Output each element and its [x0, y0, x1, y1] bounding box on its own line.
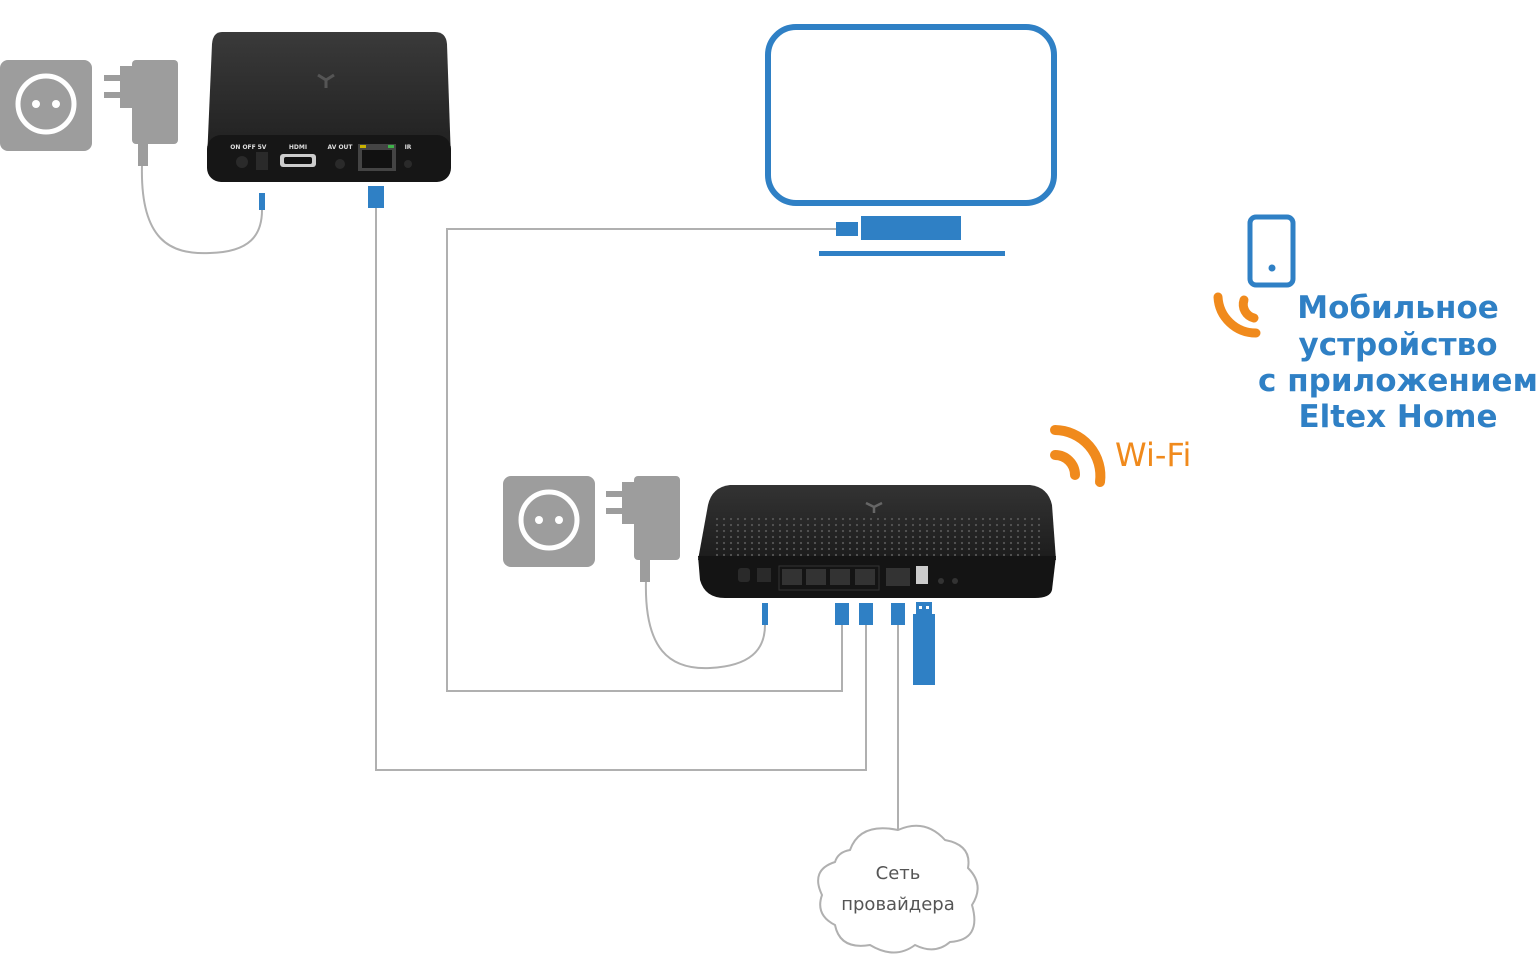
port-label-onoff: ON OFF	[230, 144, 256, 151]
eltex-logo-icon	[317, 73, 335, 88]
signal-icon	[1213, 292, 1261, 338]
mobile-label-line-1: Мобильное	[1297, 290, 1499, 326]
mobile-label-line-2: устройство	[1298, 327, 1497, 363]
mobile-label-line-3: с приложением	[1258, 363, 1538, 399]
power-adapter-router	[606, 476, 680, 582]
port-label-5v: 5V	[258, 144, 267, 151]
tv-icon	[765, 24, 1057, 256]
usb-modem-icon	[913, 602, 935, 685]
wifi-label: Wi-Fi	[1115, 436, 1191, 474]
tv-hdmi-cable	[446, 228, 843, 692]
router-power-cable	[644, 579, 766, 670]
smartphone-icon	[1247, 214, 1296, 288]
power-socket-router	[503, 476, 595, 567]
router-lan-plug-1	[835, 603, 849, 625]
eltex-logo-icon	[865, 501, 883, 513]
port-label-hdmi: HDMI	[289, 144, 307, 151]
power-socket-stb	[0, 60, 92, 151]
port-label-ir: IR	[405, 144, 412, 151]
set-top-box: ON OFF 5V HDMI AV OUT IR	[207, 32, 451, 182]
router-wan-plug	[891, 603, 905, 625]
mobile-label-line-4: Eltex Home	[1298, 399, 1497, 435]
provider-label-line-2: провайдера	[841, 894, 955, 915]
stb-power-plug	[259, 193, 265, 210]
router-lan-plug-2	[859, 603, 873, 625]
mobile-label: Мобильное устройство с приложением Eltex…	[1258, 290, 1538, 435]
port-label-av-out: AV OUT	[327, 144, 353, 151]
wifi-icon	[1050, 425, 1106, 487]
power-adapter-stb	[104, 60, 178, 166]
provider-label-line-1: Сеть	[876, 863, 921, 884]
stb-lan-plug	[368, 186, 384, 208]
provider-cloud-icon	[817, 824, 979, 954]
stb-lan-cable	[375, 208, 867, 771]
cables	[140, 164, 899, 832]
stb-power-cable	[140, 164, 263, 255]
router	[698, 485, 1056, 598]
router-power-plug	[762, 603, 768, 625]
